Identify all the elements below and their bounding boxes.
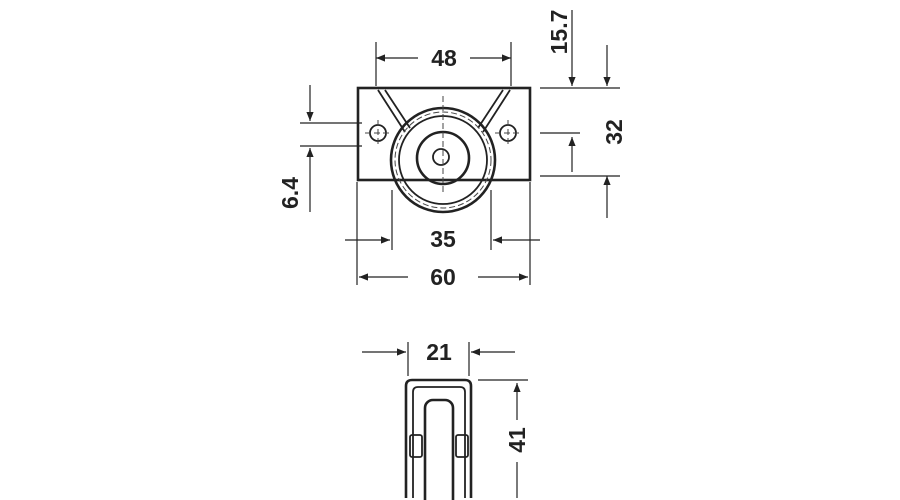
dim-41: 41 <box>478 379 530 498</box>
wheel-hub <box>415 130 471 186</box>
dim-35: 35 <box>345 190 540 252</box>
dim-6-4-label: 6.4 <box>277 177 303 209</box>
fork-outline <box>377 89 511 133</box>
dim-hole-offset-right <box>540 132 580 172</box>
dim-35-label: 35 <box>430 226 456 252</box>
axle-nut-left <box>409 434 423 458</box>
caster-wheel <box>423 398 455 500</box>
dim-48-label: 48 <box>431 45 457 71</box>
dim-21: 21 <box>362 339 515 376</box>
mounting-plate <box>356 86 532 182</box>
side-view: 21 41 <box>362 339 530 500</box>
axle-hole <box>432 148 450 166</box>
axle-nut-right <box>455 434 469 458</box>
dim-41-label: 41 <box>504 427 530 453</box>
dim-15-7: 15.7 <box>540 10 620 89</box>
dim-21-label: 21 <box>426 339 452 365</box>
dim-6-4: 6.4 <box>277 85 362 212</box>
dim-32: 32 <box>540 45 627 218</box>
dim-48: 48 <box>375 42 512 86</box>
dim-60-label: 60 <box>430 264 456 290</box>
dim-32-label: 32 <box>601 119 627 145</box>
dim-15-7-label: 15.7 <box>546 10 572 55</box>
dim-60: 60 <box>356 182 531 290</box>
top-view: 48 15.7 32 6.4 <box>277 10 627 290</box>
caster-bracket <box>404 378 473 498</box>
